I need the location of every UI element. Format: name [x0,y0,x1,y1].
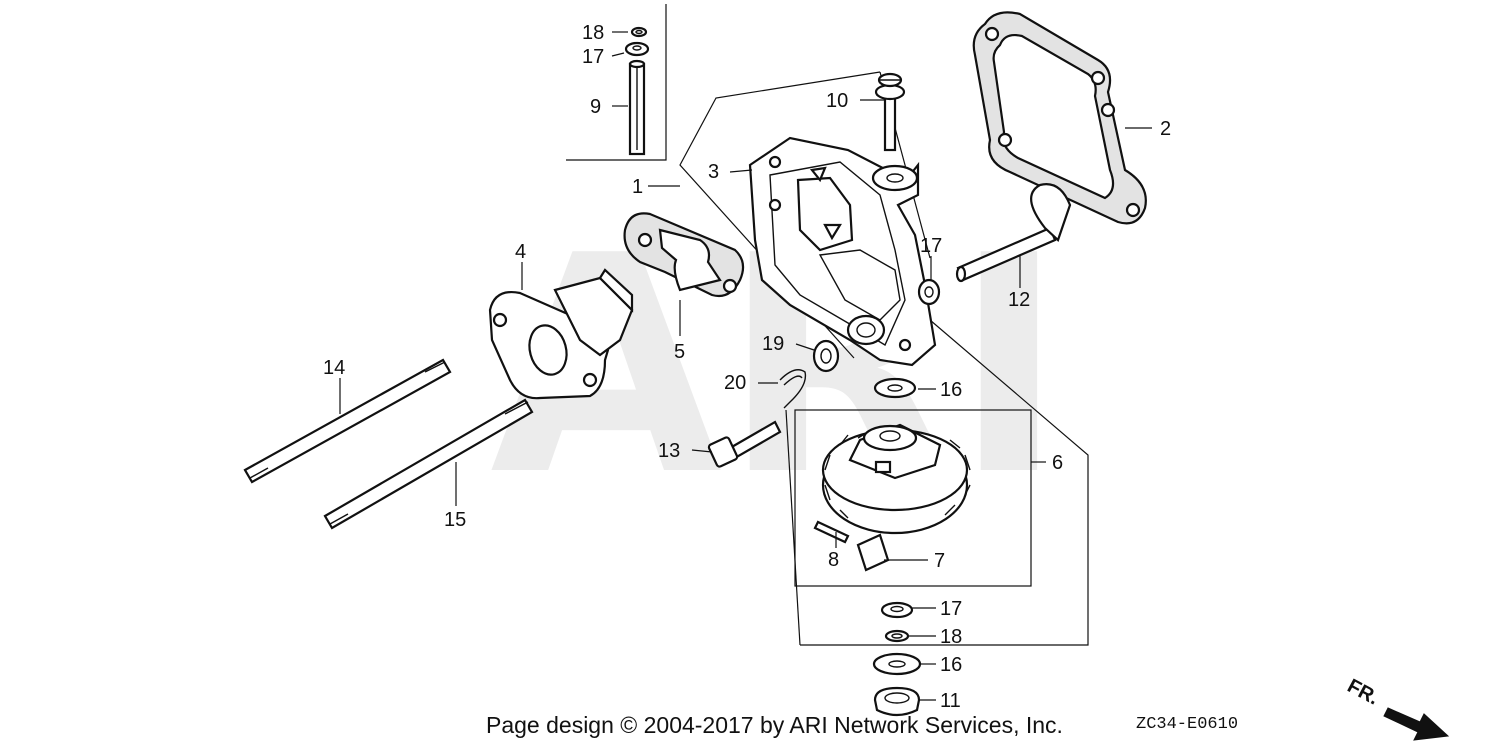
clip-18-top [630,26,648,38]
gasket-5 [623,212,745,298]
seal-19 [812,339,840,373]
washer-16-bottom [872,652,922,676]
callout-19: 19 [762,333,784,355]
callout-17-top: 17 [582,46,604,68]
front-direction-indicator: FR. [1344,675,1450,741]
clip-20 [779,369,807,409]
clip-18-bottom [884,629,910,643]
washer-17-bottom [880,601,914,619]
governor-gear-6 [821,423,971,535]
leader-lines [339,31,1152,701]
callout-16-bottom: 16 [940,654,962,676]
washer-17-top [624,41,650,57]
pin-8 [813,520,850,544]
callout-5: 5 [674,341,685,363]
callout-10: 10 [826,90,848,112]
spacer-4 [488,268,634,400]
callout-18-top: 18 [582,22,604,44]
callout-13: 13 [658,440,680,462]
callout-12: 12 [1008,289,1030,311]
callout-11: 11 [940,690,961,712]
front-label: FR. [1344,675,1383,710]
copyright-text: Page design © 2004-2017 by ARI Network S… [486,712,1063,738]
pin-9 [628,59,646,156]
callout-17-mid: 17 [920,235,942,257]
arrow-right-icon [1383,707,1450,741]
diagram-code: ZC34-E0610 [1136,715,1238,734]
callout-1: 1 [632,176,643,198]
washer-16-top [873,377,917,399]
callouts: 18 17 9 10 3 1 2 17 12 4 5 19 20 16 13 1… [323,22,1171,712]
lever-12 [955,183,1072,283]
governor-housing-3 [748,136,937,367]
callout-17-bottom: 17 [940,598,962,620]
callout-2: 2 [1160,118,1171,140]
callout-15: 15 [444,509,466,531]
gasket-2 [972,11,1147,225]
callout-14: 14 [323,357,345,379]
callout-18-bottom: 18 [940,626,962,648]
callout-4: 4 [515,241,526,263]
callout-20: 20 [724,372,746,394]
cap-11 [873,686,921,717]
callout-8: 8 [828,549,839,571]
washer-17-mid [917,278,941,306]
stud-14 [243,358,452,484]
callout-9: 9 [590,96,601,118]
screw-10 [874,72,906,152]
callout-6: 6 [1052,452,1063,474]
callout-16-top: 16 [940,379,962,401]
stud-15 [323,398,534,530]
bolt-13 [707,420,782,468]
callout-3: 3 [708,161,719,183]
callout-7: 7 [934,550,945,572]
